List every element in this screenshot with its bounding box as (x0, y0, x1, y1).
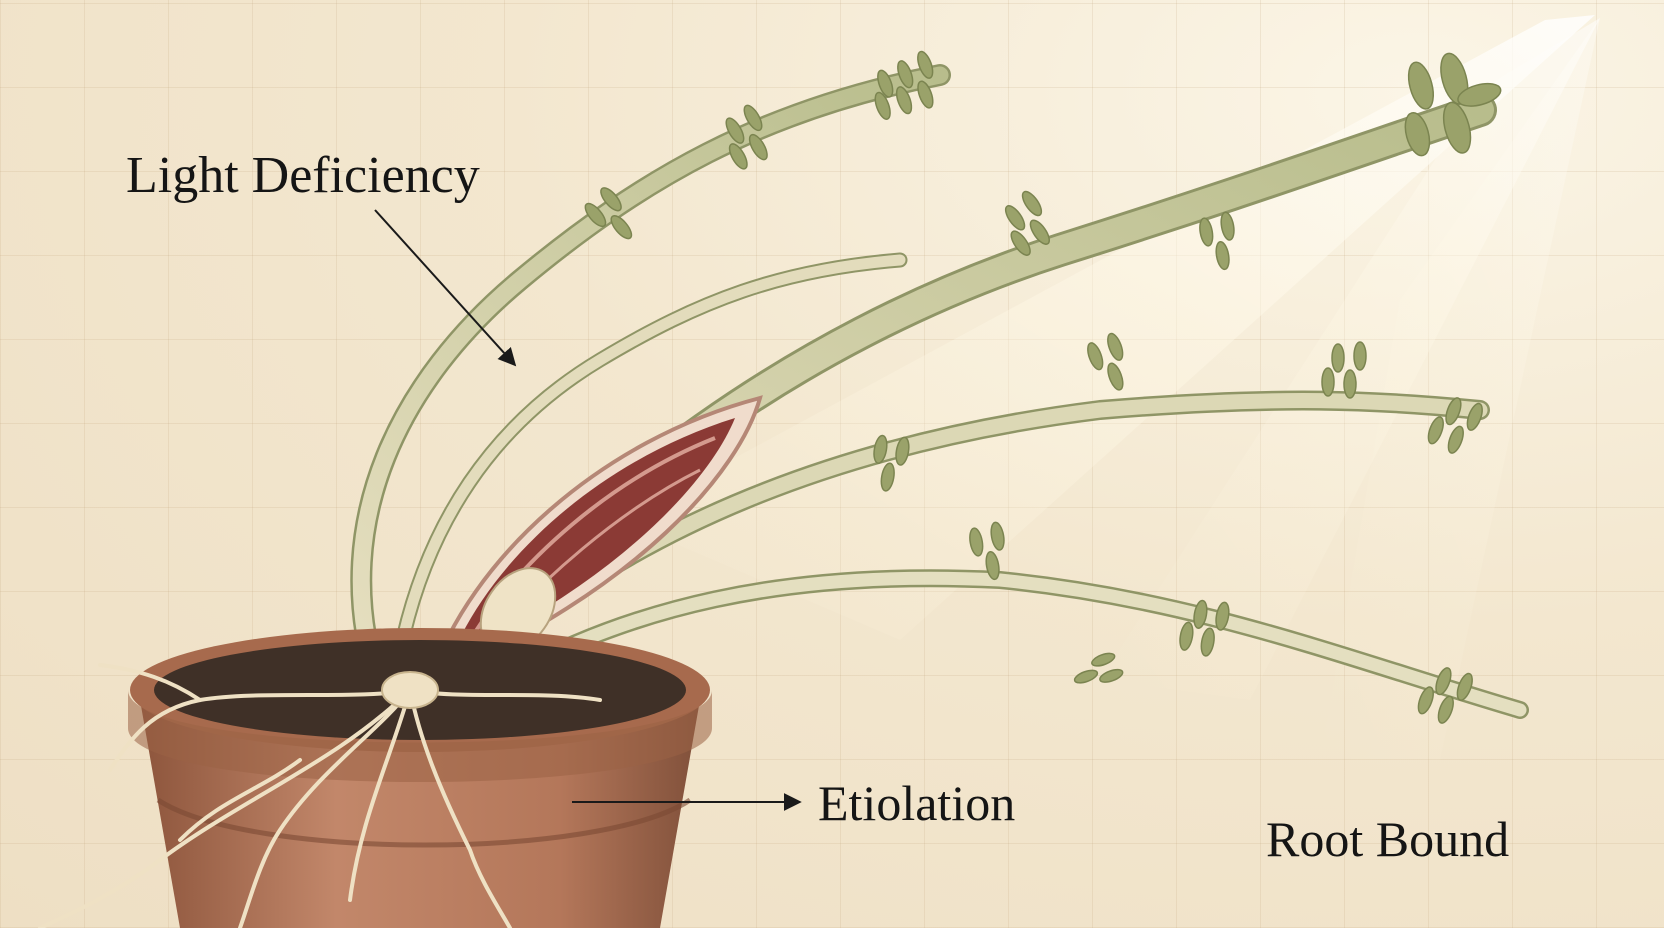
leaf-sprigs (584, 50, 1502, 724)
clay-pot (128, 628, 712, 928)
exposed-roots (38, 663, 602, 928)
light-deficiency-label: Light Deficiency (126, 147, 480, 204)
root-bound-label: Root Bound (1266, 811, 1510, 867)
annotation-arrows (374, 209, 802, 811)
etiolation-label: Etiolation (818, 775, 1016, 831)
stem-cross-section (426, 395, 763, 684)
light-deficiency-arrow (374, 209, 517, 367)
